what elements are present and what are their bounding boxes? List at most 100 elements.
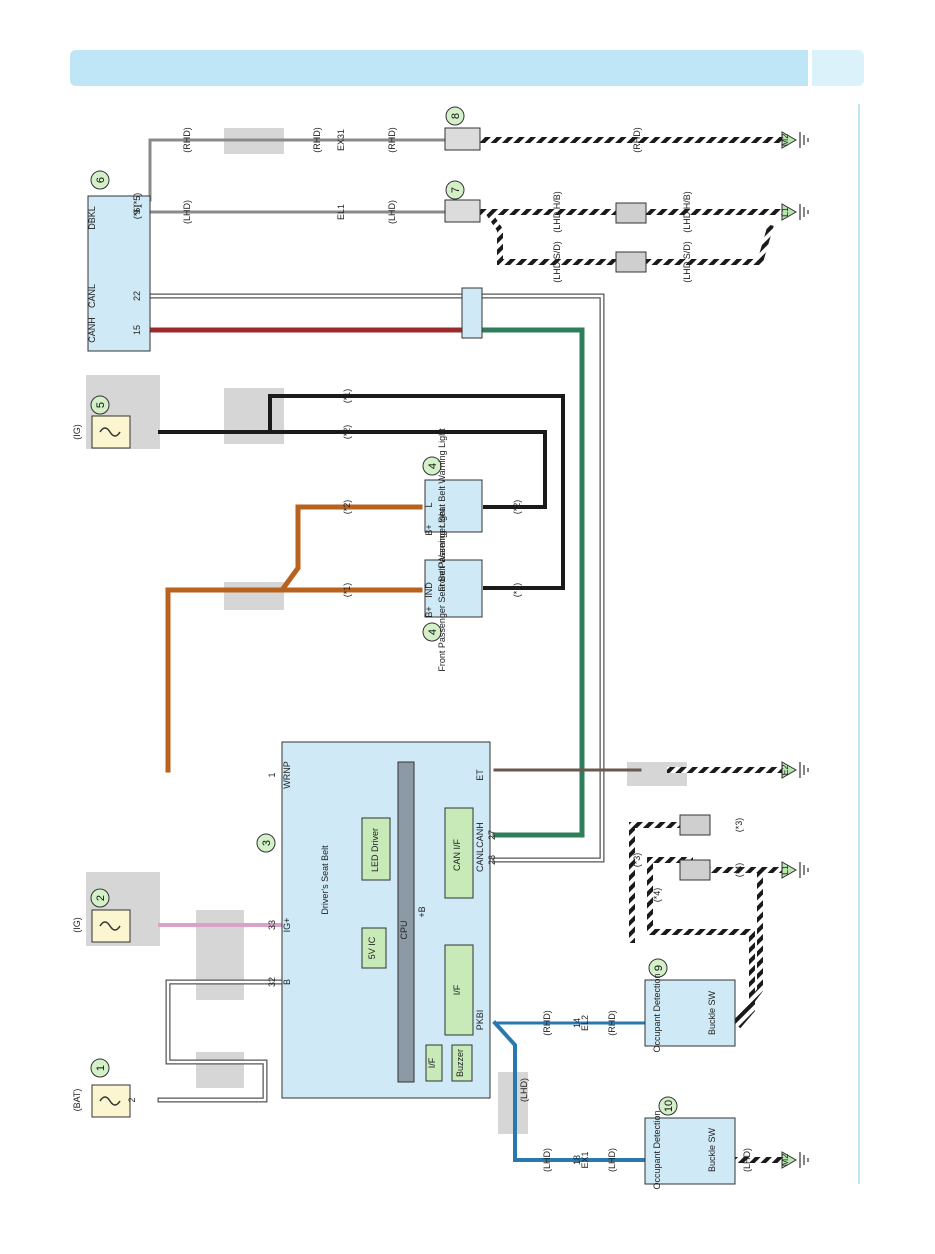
diagram-label: CANL	[87, 284, 97, 308]
diagram-label: (LHD H/B)	[682, 191, 692, 233]
header-tab	[812, 50, 864, 86]
diagram-label: (LHD H/B)	[552, 191, 562, 233]
diagram-label: (LHD)	[182, 200, 192, 224]
callout-circle	[658, 1096, 678, 1116]
callout-number: 5	[95, 402, 107, 408]
junction-panel-bat	[196, 1052, 244, 1088]
callout-circle	[422, 456, 442, 476]
diagram-label: EL2	[580, 1015, 590, 1031]
diagram-label: IG+	[282, 918, 292, 933]
diagram-label: (RHD)	[607, 1010, 617, 1036]
diagram-label: Driver's Seat Belt	[320, 845, 330, 915]
diagram-label: (*6)	[132, 205, 142, 220]
5v-ic-block	[361, 927, 387, 969]
diagram-label: (LHD)	[519, 1078, 529, 1102]
cpu-block	[397, 761, 415, 1083]
diagram-label: 28	[487, 855, 497, 865]
diagram-label: (RHD)	[632, 127, 642, 153]
diagram-label: E2	[780, 764, 790, 775]
diagram-label: 33	[267, 920, 277, 930]
callout-circle	[90, 395, 110, 415]
callout-number: 4	[427, 629, 439, 635]
diagram-label: IND	[424, 582, 434, 598]
callout-circle	[90, 888, 110, 908]
fuse-1	[91, 1084, 131, 1118]
diagram-label: (LHD S/D)	[682, 241, 692, 283]
diagram-label: (*3)	[734, 818, 744, 833]
diagram-label: (*4)	[734, 863, 744, 878]
diagram-label: (*1)	[342, 583, 352, 598]
diagram-label: 32	[267, 977, 277, 987]
diagram-label: CPU	[399, 920, 409, 939]
diagram-label: (*4)	[652, 888, 662, 903]
diagram-label: (*2)	[342, 425, 352, 440]
callout-circle	[256, 833, 276, 853]
buzzer-block	[451, 1044, 473, 1082]
diagram-label: CANH	[475, 822, 485, 848]
diagram-label: WRNP	[282, 761, 292, 789]
diagram-label: (LHD)	[387, 200, 397, 224]
connector-block-b	[615, 251, 647, 273]
diagram-label: (*1)	[342, 389, 352, 404]
grounds	[781, 131, 798, 1169]
diagram-label: (RHD)	[542, 1010, 552, 1036]
diagram-label: 27	[487, 830, 497, 840]
switch-7	[444, 199, 481, 223]
callout-circle	[648, 958, 668, 978]
diagram-label: 5V IC	[367, 936, 377, 959]
if-small-block	[425, 1044, 443, 1082]
diagram-label: Front Passenger Seat Belt Warning Light	[437, 428, 447, 592]
connector-block-c	[679, 814, 711, 836]
callout-number: 8	[450, 113, 462, 119]
diagram-label: 2	[127, 1097, 137, 1102]
diagram-label: L1	[780, 207, 790, 217]
callout-circle	[445, 180, 465, 200]
diagram-label: (IG)	[72, 917, 82, 933]
diagram-label: EL1	[336, 204, 346, 220]
right-margin-rule	[858, 104, 860, 1184]
diagram-label: Front Passenger Seat Belt Warning Light	[437, 508, 447, 672]
diagram-label: 18	[572, 1155, 582, 1165]
callout-number: 1	[95, 1065, 107, 1071]
diagram-label: (*5)	[132, 193, 142, 208]
callout-circle	[422, 622, 442, 642]
fuse-2	[91, 909, 131, 943]
diagram-label: I/F	[427, 1057, 437, 1068]
callout-number: 7	[450, 187, 462, 193]
callout-number: 2	[95, 895, 107, 901]
diagram-label: 22	[132, 291, 142, 301]
diagram-label: Occupant Detection	[652, 1110, 662, 1189]
diagram-label: (IG)	[72, 424, 82, 440]
diagram-label: (LHD)	[542, 1148, 552, 1172]
diagram-label: (RHD)	[182, 127, 192, 153]
diagram-label: 9	[132, 209, 142, 214]
module-4-lower	[424, 559, 483, 618]
diagram-label: PKBI	[475, 1010, 485, 1031]
diagram-label: B+	[424, 524, 434, 535]
callout-number: 9	[653, 965, 665, 971]
diagram-label: (RHD)	[312, 127, 322, 153]
diagram-label: Buckle SW	[707, 1127, 717, 1172]
callout-circle	[90, 170, 110, 190]
diagram-label: (*3)	[632, 853, 642, 868]
callout-circle	[90, 1058, 110, 1078]
module-4-upper	[424, 479, 483, 533]
can-junction	[461, 287, 483, 339]
diagram-label: CANL	[475, 848, 485, 872]
diagram-label: (LHD S/D)	[552, 241, 562, 283]
led-driver-block	[361, 817, 391, 881]
connector-block-a	[615, 202, 647, 224]
diagram-label: LED Driver	[370, 828, 380, 872]
junction-panel-warn	[224, 582, 284, 610]
junction-panel-et	[627, 762, 687, 786]
callout-circle	[445, 106, 465, 126]
diagram-label: (LHD)	[607, 1148, 617, 1172]
diagram-label: B+	[424, 606, 434, 617]
diagram-label: DBKL	[87, 206, 97, 230]
diagram-label: Buckle SW	[707, 990, 717, 1035]
module-6-ecu	[87, 195, 151, 352]
module-3-combination-meter	[281, 741, 491, 1099]
if-block	[444, 944, 474, 1036]
